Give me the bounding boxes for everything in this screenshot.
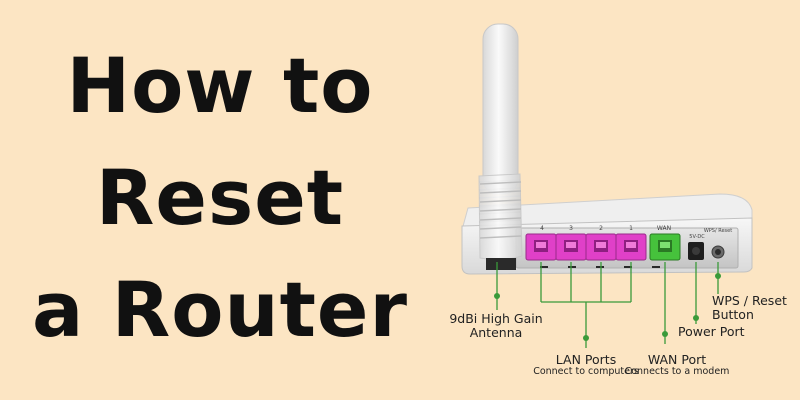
callout-dot-power [693, 315, 699, 321]
title-line-1: How to [66, 41, 374, 130]
lan-callout-title: LAN Ports [555, 352, 617, 367]
wps-callout-line1: WPS / Reset [712, 293, 787, 308]
title-line-2: Reset [95, 153, 345, 242]
lan-callout-subtitle: Connect to computers [533, 366, 639, 378]
port-number-1: 1 [629, 225, 633, 232]
wan-callout: WAN Port Connects to a modem [618, 352, 736, 378]
wan-port-label: WAN [657, 225, 671, 232]
wan-callout-subtitle: Connects to a modem [624, 366, 730, 378]
port-number-4: 4 [540, 225, 544, 232]
lan-callout: LAN Ports Connect to computers [516, 352, 656, 378]
antenna [478, 23, 523, 270]
port-number-3: 3 [569, 225, 573, 232]
antenna-callout-line1: 9dBi High Gain [449, 311, 543, 326]
reset-port-label: WPS/ Reset [704, 228, 732, 234]
callout-dot-wps [715, 273, 721, 279]
port-number-2: 2 [599, 225, 603, 232]
lan-ports [525, 233, 647, 261]
callout-dot-lan [583, 335, 589, 341]
power-callout: Power Port [678, 324, 758, 339]
page-title: How to Reset a Router [0, 30, 440, 366]
callout-dot-wan [662, 331, 668, 337]
antenna-callout-line2: Antenna [469, 325, 523, 341]
wps-callout-line2: Button [712, 307, 754, 323]
callout-dot-antenna [494, 293, 500, 299]
title-line-3: a Router [32, 265, 408, 354]
power-port-label: 5V-DC [689, 234, 705, 240]
wps-callout: WPS / Reset Button [712, 293, 796, 323]
power-port [688, 242, 704, 260]
wan-callout-title: WAN Port [647, 352, 707, 367]
power-callout-title: Power Port [678, 324, 745, 339]
antenna-callout: 9dBi High Gain Antenna [438, 311, 554, 341]
wan-port [649, 233, 681, 261]
reset-button [711, 245, 725, 259]
